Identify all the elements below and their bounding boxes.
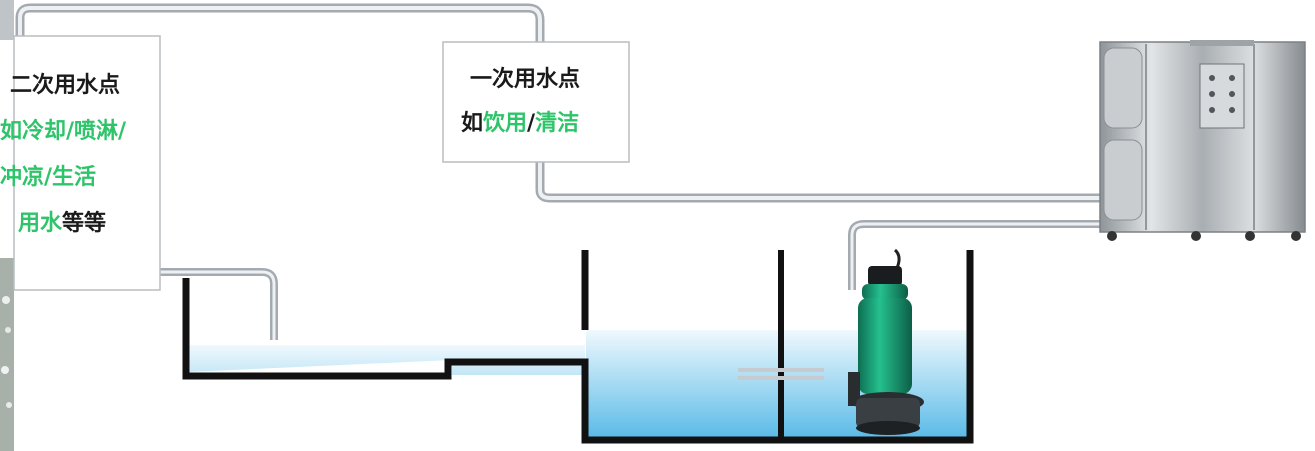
secondary-line3: 冲凉/生活	[0, 164, 96, 190]
water-treatment-machine	[1099, 40, 1306, 241]
edge-photo-top	[0, 0, 14, 40]
primary-line2: 如饮用/清洁	[461, 110, 579, 136]
control-panel	[1199, 63, 1245, 129]
left-tank-wall	[182, 250, 974, 444]
water-left-tank	[188, 345, 590, 440]
primary-item2: 清洁	[535, 110, 579, 136]
primary-title: 一次用水点	[470, 66, 580, 92]
secondary-line4-dark: 等等	[62, 210, 106, 236]
overflow-pipe	[738, 368, 824, 372]
secondary-use-box	[13, 35, 161, 291]
secondary-line1: 二次用水点	[10, 72, 120, 98]
secondary-line4-green: 用水	[18, 211, 63, 236]
secondary-line2: 如冷却/喷淋/	[0, 118, 127, 144]
edge-photo-bottom	[0, 258, 14, 451]
submersible-pump	[848, 248, 924, 435]
primary-use-box	[442, 41, 630, 163]
primary-sep: /	[527, 111, 536, 136]
primary-item1: 饮用	[482, 111, 527, 136]
secondary-line4: 用水等等	[18, 210, 106, 236]
primary-prefix: 如	[461, 111, 483, 136]
drain-pipe	[150, 268, 278, 340]
